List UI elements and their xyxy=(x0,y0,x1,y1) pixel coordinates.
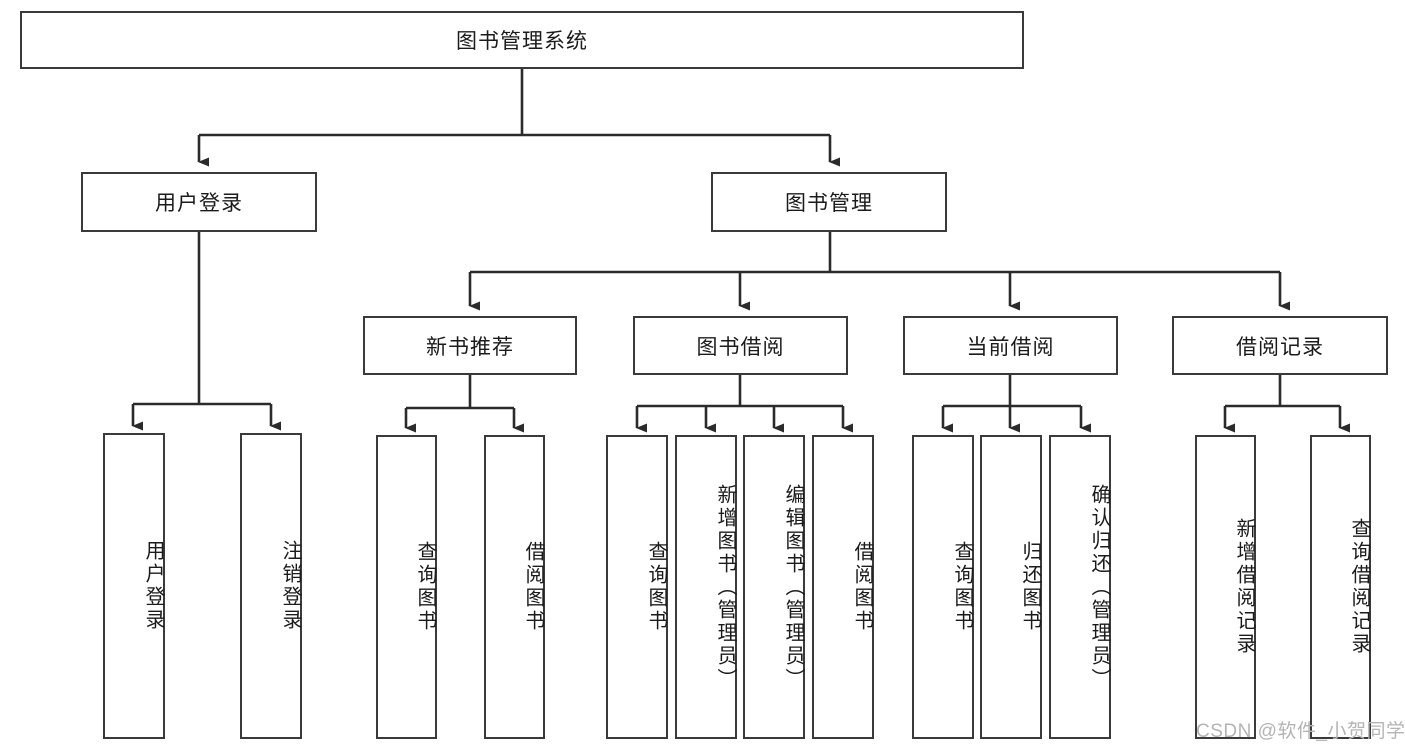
node-borrow-record[interactable]: 借阅记录 xyxy=(1172,316,1388,375)
node-root-system[interactable]: 图书管理系统 xyxy=(20,11,1024,69)
node-label: 新增图书（管理员） xyxy=(714,483,736,691)
node-label: 查询图书 xyxy=(645,541,667,633)
leaf-current-return-book[interactable]: 归还图书 xyxy=(980,435,1042,739)
node-label: 用户登录 xyxy=(142,540,164,632)
node-label: 用户登录 xyxy=(155,192,243,215)
node-label: 查询图书 xyxy=(951,541,973,633)
node-label: 归还图书 xyxy=(1019,541,1041,633)
node-label: 借阅记录 xyxy=(1236,335,1324,359)
leaf-user-login-signin[interactable]: 用户登录 xyxy=(103,433,165,739)
node-label: 确认归还（管理员） xyxy=(1088,483,1110,691)
leaf-record-add-record[interactable]: 新增借阅记录 xyxy=(1195,435,1256,739)
node-new-book-recommend[interactable]: 新书推荐 xyxy=(363,316,577,375)
watermark-text: CSDN @软件_小贺同学 xyxy=(1196,721,1405,742)
node-label: 查询借阅记录 xyxy=(1348,518,1370,656)
node-label: 新增借阅记录 xyxy=(1233,518,1255,656)
leaf-recommend-query-book[interactable]: 查询图书 xyxy=(376,435,437,739)
node-label: 借阅图书 xyxy=(851,541,873,633)
node-book-management[interactable]: 图书管理 xyxy=(711,172,947,232)
leaf-record-query-record[interactable]: 查询借阅记录 xyxy=(1310,435,1371,739)
node-book-borrow[interactable]: 图书借阅 xyxy=(633,316,848,375)
node-label: 图书管理 xyxy=(785,192,873,215)
leaf-borrow-edit-book-admin[interactable]: 编辑图书（管理员） xyxy=(743,435,805,739)
leaf-borrow-add-book-admin[interactable]: 新增图书（管理员） xyxy=(675,435,737,739)
node-label: 注销登录 xyxy=(279,540,301,632)
leaf-borrow-borrow-book[interactable]: 借阅图书 xyxy=(812,435,874,739)
leaf-user-login-signout[interactable]: 注销登录 xyxy=(240,433,302,739)
node-label: 查询图书 xyxy=(414,541,436,633)
node-label: 编辑图书（管理员） xyxy=(782,483,804,691)
node-label: 新书推荐 xyxy=(426,335,514,359)
node-label: 图书管理系统 xyxy=(456,30,588,53)
node-label: 当前借阅 xyxy=(966,335,1055,359)
node-user-login[interactable]: 用户登录 xyxy=(81,172,317,232)
leaf-borrow-query-book[interactable]: 查询图书 xyxy=(606,435,668,739)
leaf-current-query-book[interactable]: 查询图书 xyxy=(912,435,974,739)
node-current-borrow[interactable]: 当前借阅 xyxy=(903,316,1118,375)
node-label: 借阅图书 xyxy=(522,541,544,633)
leaf-recommend-borrow-book[interactable]: 借阅图书 xyxy=(484,435,545,739)
leaf-current-confirm-return-admin[interactable]: 确认归还（管理员） xyxy=(1049,435,1111,739)
node-label: 图书借阅 xyxy=(696,335,785,359)
